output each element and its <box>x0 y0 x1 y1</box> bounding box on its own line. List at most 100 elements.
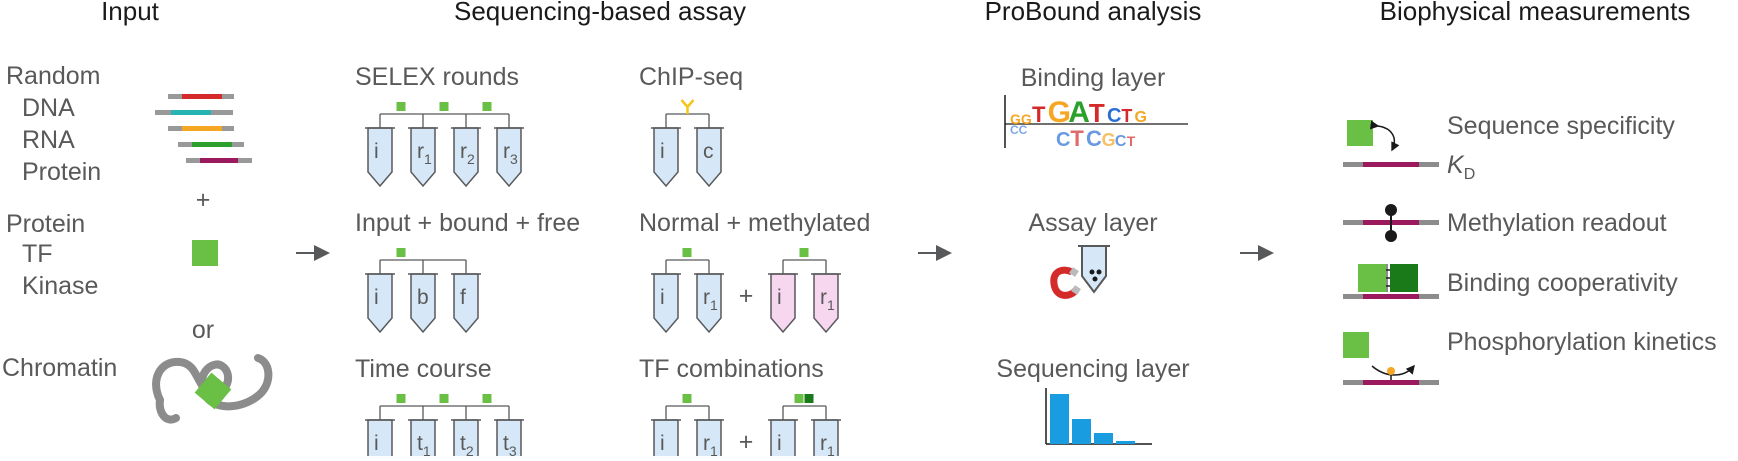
meas-kd: KD <box>1447 151 1475 183</box>
tf-b-square <box>804 394 814 403</box>
meas-phospho: Phosphorylation kinetics <box>1447 328 1717 356</box>
tube-selex-1-label: r1 <box>417 140 432 167</box>
tube-ibf-0-label: i <box>374 286 379 309</box>
header-input: Input <box>101 0 160 26</box>
tf-square <box>396 102 406 111</box>
tf-square <box>482 102 492 111</box>
assay-title-ibf: Input + bound + free <box>355 209 580 237</box>
label-random: Random <box>6 62 101 90</box>
seq-bar <box>1050 394 1069 444</box>
assay-title-methyl: Normal + methylated <box>639 209 870 237</box>
label-kinase: Kinase <box>22 272 98 300</box>
tf-square <box>799 248 809 257</box>
logo-letter-bottom: T <box>1070 126 1084 151</box>
library-strands <box>155 94 252 163</box>
tube-tfcomb-0-label: i <box>660 432 665 455</box>
tf-square <box>396 394 406 403</box>
assay-title-selex: SELEX rounds <box>355 63 519 91</box>
phosphorylation-icon <box>1343 332 1439 385</box>
tube-selex-2-label: r2 <box>460 140 475 167</box>
tube-methyl-2 <box>770 273 796 334</box>
tube-ibf-1-label: b <box>417 286 429 309</box>
tube-time-2-label: t2 <box>460 432 474 456</box>
logo-letter-bottom: C <box>1086 126 1102 151</box>
assay-selex: i r1 r2 r3 <box>365 102 524 188</box>
tube-ibf-2 <box>453 273 479 334</box>
tube-time-0-label: i <box>374 432 379 455</box>
methylation-icon <box>1343 204 1439 242</box>
logo-letter-top: C <box>1107 105 1121 127</box>
label-tf: TF <box>22 240 53 268</box>
logo-letter-bottom: G <box>1102 130 1116 150</box>
magnet-tube-icon <box>1050 245 1110 299</box>
tube-tfcomb-3-label: r1 <box>820 432 835 456</box>
label-rna: RNA <box>22 126 75 154</box>
tube-chip-0-label: i <box>660 140 665 163</box>
seq-bar <box>1094 433 1113 444</box>
tf-square <box>482 394 492 403</box>
plus-tfcomb: + <box>739 428 754 456</box>
logo-letter-top: T <box>1089 98 1105 128</box>
assay-title-chip: ChIP-seq <box>639 63 743 91</box>
meas-specificity: Sequence specificity <box>1447 112 1675 140</box>
tube-methyl-3-label: r1 <box>820 286 835 313</box>
label-or: or <box>192 316 214 344</box>
tube-ibf-0 <box>367 273 393 334</box>
tube-methyl-0 <box>653 273 679 334</box>
logo-letter-top: G <box>1048 96 1071 129</box>
sequencing-histogram <box>1045 388 1152 445</box>
svg-text:GG: GG <box>1010 111 1032 127</box>
tube-time-0 <box>367 419 393 461</box>
tube-tfcomb-1-label: r1 <box>703 432 718 456</box>
assay-time: i t1 t2 t3 <box>365 394 524 461</box>
tube-selex-3-label: r3 <box>503 140 518 167</box>
label-protein: Protein <box>6 210 85 238</box>
label-chromatin: Chromatin <box>2 354 117 382</box>
label-plus-input: + <box>196 186 211 214</box>
tf-square-icon <box>192 240 218 266</box>
tube-chip-0 <box>653 127 679 188</box>
meas-methylation: Methylation readout <box>1447 209 1667 237</box>
logo-letter-top: T <box>1121 106 1132 126</box>
logo-letter-bottom: C <box>1115 133 1127 150</box>
tube-selex-0 <box>367 127 393 188</box>
tf-square <box>396 248 406 257</box>
logo-letter-bottom: C <box>1056 129 1070 151</box>
label-dna: DNA <box>22 94 75 122</box>
tube-selex-0-label: i <box>374 140 379 163</box>
tube-tfcomb-0 <box>653 419 679 461</box>
tf-square <box>682 394 692 403</box>
tf-a-square <box>794 394 804 403</box>
meas-cooperativity: Binding cooperativity <box>1447 269 1678 297</box>
specificity-icon <box>1343 120 1439 167</box>
logo-letter-top: G <box>1135 109 1147 126</box>
tf-square <box>439 394 449 403</box>
tube-tfcomb-2-label: i <box>777 432 782 455</box>
tube-tfcomb-2 <box>770 419 796 461</box>
svg-text:CC: CC <box>1010 123 1028 137</box>
label-protein-library: Protein <box>22 158 101 186</box>
tube-chip-1-label: c <box>703 140 714 163</box>
analysis-assay-layer: Assay layer <box>1028 209 1157 237</box>
tube-methyl-2-label: i <box>777 286 782 309</box>
seq-bar <box>1072 419 1091 444</box>
tube-methyl-0-label: i <box>660 286 665 309</box>
analysis-sequencing-layer: Sequencing layer <box>996 355 1189 383</box>
tube-time-3-label: t3 <box>503 432 517 456</box>
header-assay: Sequencing-based assay <box>454 0 746 26</box>
assay-tfcomb: i r1 i r1 + <box>651 394 841 461</box>
header-measurements: Biophysical measurements <box>1380 0 1691 26</box>
tf-square <box>439 102 449 111</box>
logo-letter-top: T <box>1032 102 1046 127</box>
assay-title-time: Time course <box>355 355 492 383</box>
tube-time-1-label: t1 <box>417 432 431 456</box>
tube-ibf-2-label: f <box>460 286 466 309</box>
antibody-icon <box>680 99 695 114</box>
